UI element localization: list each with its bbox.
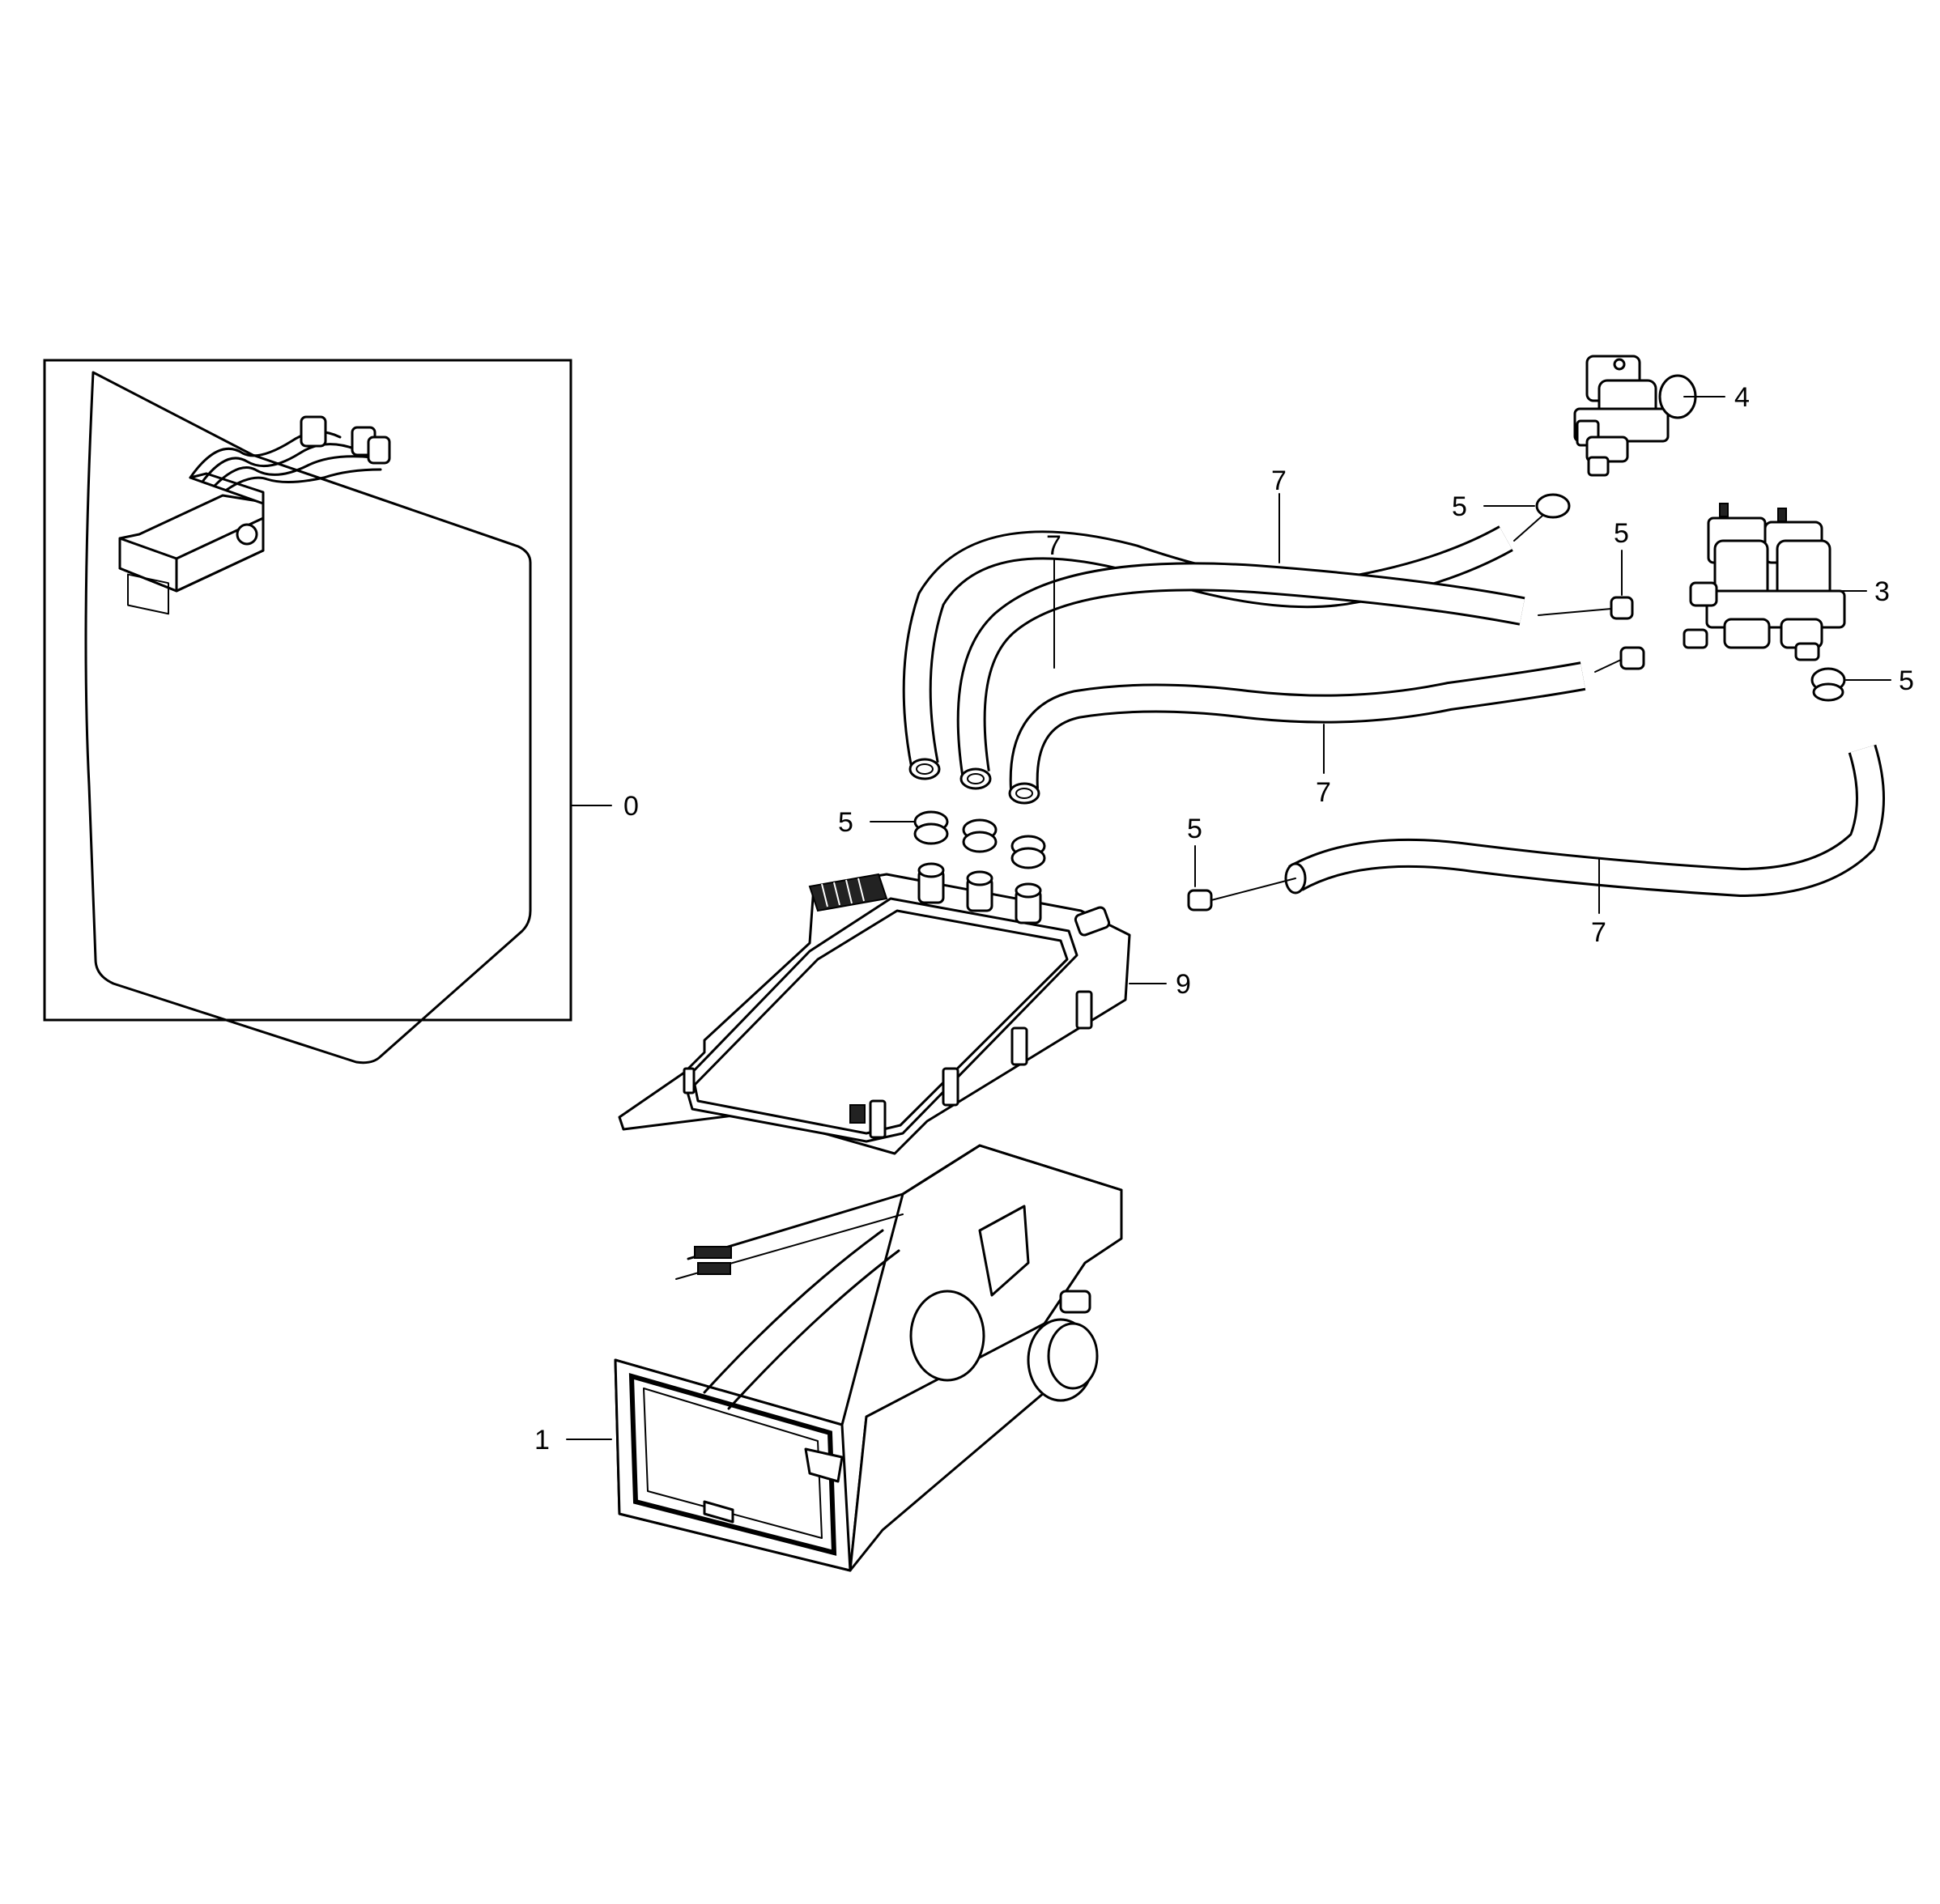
callout-5-left: 5 xyxy=(838,807,853,838)
callout-3: 3 xyxy=(1874,576,1890,607)
callout-7-left: 7 xyxy=(1046,530,1061,561)
clamp-group-left xyxy=(913,810,1046,869)
clamp-bottom-hose xyxy=(1187,878,1296,912)
callout-5-right: 5 xyxy=(1899,665,1914,696)
callout-7-mid: 7 xyxy=(1316,777,1331,808)
water-valve-single xyxy=(1573,355,1697,477)
water-valve-double xyxy=(1683,503,1846,661)
drawer-housing xyxy=(614,1144,1123,1572)
callout-0: 0 xyxy=(623,791,639,822)
clamp-right xyxy=(1810,667,1846,702)
callout-5-top: 5 xyxy=(1452,491,1467,522)
water-hoses xyxy=(902,525,1885,898)
assembly-inset-frame xyxy=(43,359,572,1022)
callout-4: 4 xyxy=(1734,382,1750,413)
callout-7-top: 7 xyxy=(1271,465,1287,496)
callout-5-bottom-hose: 5 xyxy=(1187,814,1202,844)
housing-cover xyxy=(618,862,1131,1155)
callout-1: 1 xyxy=(534,1425,550,1456)
assembly-mini-valves xyxy=(236,415,391,546)
callout-5-mid: 5 xyxy=(1614,518,1629,549)
cover-clips xyxy=(683,990,1093,1139)
hose-clamps xyxy=(913,493,1846,912)
cover-inlet-nozzles xyxy=(917,862,1111,937)
assembly-outline xyxy=(84,371,532,1065)
clamp-mid-b xyxy=(1594,646,1645,673)
clamp-top-valve xyxy=(1513,493,1571,542)
callout-9: 9 xyxy=(1176,969,1191,1000)
callout-7-bottom: 7 xyxy=(1591,917,1606,948)
clamp-mid-a xyxy=(1538,596,1634,620)
assembly-inset xyxy=(43,359,572,1065)
